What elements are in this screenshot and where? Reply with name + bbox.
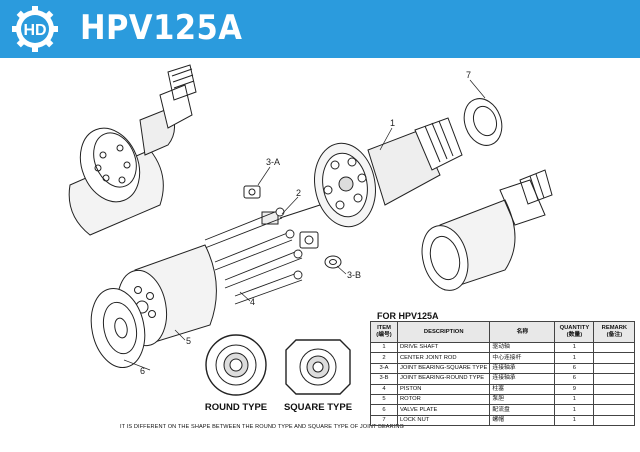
- callout-3a: 3-A: [266, 157, 280, 167]
- callout-7: 7: [466, 70, 471, 80]
- rotor-assembly-right: [421, 169, 553, 291]
- joint-bearing-square-3a: [243, 185, 319, 249]
- header-quantity: QUANTITY(数量): [554, 321, 595, 343]
- callout-6: 6: [140, 366, 145, 376]
- callout-2: 2: [296, 188, 301, 198]
- page-title: HPV125A: [80, 8, 243, 48]
- lock-nut-part-7: [463, 98, 503, 146]
- leader-lines: [123, 79, 486, 371]
- pistons-part-4: [204, 207, 303, 305]
- header-item: ITEM(编号): [370, 321, 398, 343]
- shape-note: IT IS DIFFERENT ON THE SHAPE BETWEEN THE…: [120, 424, 404, 430]
- parts-table-title: FOR HPV125A: [377, 311, 439, 321]
- round-type-caption: ROUND TYPE: [205, 402, 267, 413]
- joint-bearing-round-3b: [324, 255, 342, 269]
- round-type-detail: [205, 334, 267, 396]
- parts-table: ITEM(编号) DESCRIPTION 名称 QUANTITY(数量) REM…: [370, 321, 636, 427]
- drive-shaft-assembly: [68, 64, 197, 236]
- exploded-pump-diagram: 1 7 3-A 2 3-B 4 5 6 ROUND TYPE SQUARE TY…: [68, 64, 553, 413]
- hd-gear-logo-icon: HD: [12, 6, 58, 52]
- callout-3b: 3-B: [347, 270, 361, 280]
- drive-shaft-part-1: [314, 117, 463, 228]
- header-description: DESCRIPTION: [396, 321, 491, 343]
- square-type-detail: [285, 339, 351, 395]
- square-type-caption: SQUARE TYPE: [284, 402, 352, 413]
- callout-4: 4: [250, 297, 255, 307]
- callout-1: 1: [390, 118, 395, 128]
- valve-plate-part-6: [90, 288, 146, 368]
- callout-5: 5: [186, 336, 191, 346]
- header-name-cn: 名称: [489, 321, 556, 343]
- center-joint-rod-part-2: [261, 204, 321, 225]
- header-remark: REMARK(备注): [593, 321, 636, 343]
- parts-table-header-row: ITEM(编号) DESCRIPTION 名称 QUANTITY(数量) REM…: [370, 321, 636, 343]
- header-bar: HD HPV125A: [0, 0, 640, 58]
- svg-text:HD: HD: [23, 22, 46, 39]
